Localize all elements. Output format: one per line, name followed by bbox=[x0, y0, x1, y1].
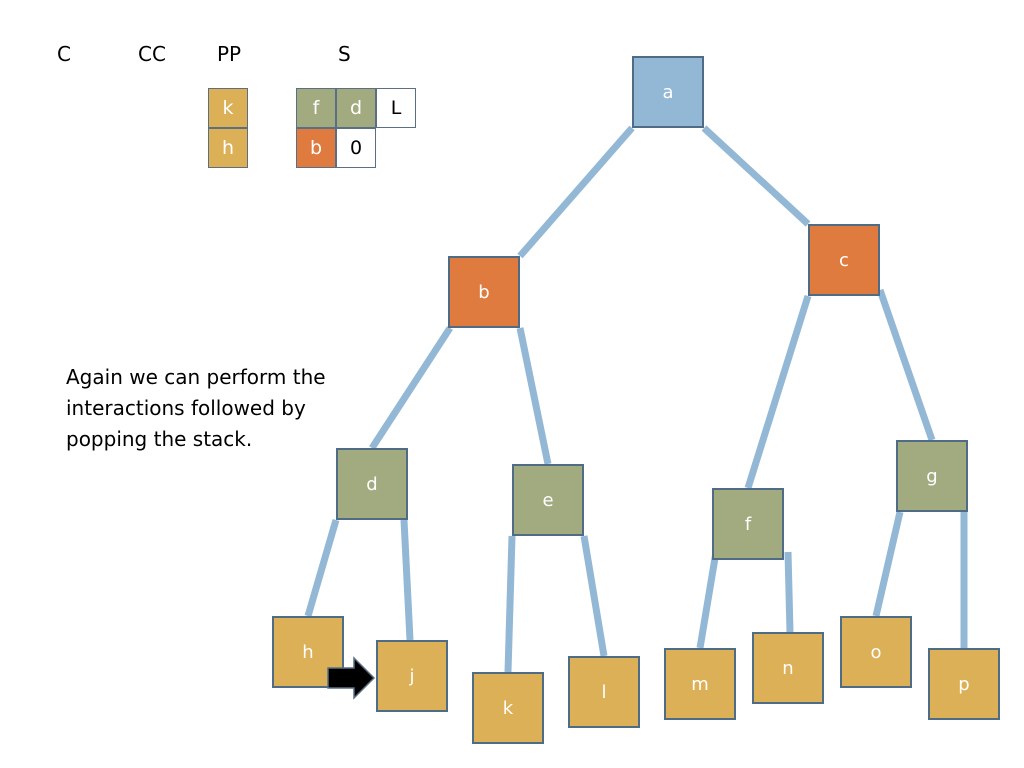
tree-node-m: m bbox=[664, 648, 736, 720]
tree-node-b: b bbox=[448, 256, 520, 328]
s-stack-cell: b bbox=[296, 128, 336, 168]
edge-a-c bbox=[701, 125, 811, 227]
s-stack-cell: f bbox=[296, 88, 336, 128]
tree-node-d: d bbox=[336, 448, 408, 520]
edge-a-b bbox=[517, 125, 635, 259]
pp-stack-cell: k bbox=[208, 88, 248, 128]
tree-node-g: g bbox=[896, 440, 968, 512]
edge-f-m bbox=[696, 551, 720, 649]
edge-d-j bbox=[400, 519, 414, 641]
pp-stack-cell: h bbox=[208, 128, 248, 168]
tree-node-e: e bbox=[512, 464, 584, 536]
header-s: S bbox=[338, 42, 351, 66]
tree-node-k: k bbox=[472, 672, 544, 744]
explanation-text: Again we can perform the interactions fo… bbox=[66, 365, 326, 451]
tree-node-n: n bbox=[752, 632, 824, 704]
header-c: C bbox=[57, 42, 71, 66]
edge-c-f bbox=[744, 294, 812, 490]
s-stack-cell: 0 bbox=[336, 128, 376, 168]
pointer-arrow-icon bbox=[327, 656, 376, 700]
tree-node-j: j bbox=[376, 640, 448, 712]
tree-node-c: c bbox=[808, 224, 880, 296]
edge-b-d bbox=[369, 326, 453, 450]
header-pp: PP bbox=[217, 42, 242, 66]
tree-node-l: l bbox=[568, 656, 640, 728]
edge-d-h bbox=[304, 519, 340, 617]
header-cc: CC bbox=[138, 42, 166, 66]
edge-e-k bbox=[504, 535, 516, 673]
s-stack-cell: d bbox=[336, 88, 376, 128]
tree-node-a: a bbox=[632, 56, 704, 128]
tree-node-f: f bbox=[712, 488, 784, 560]
edge-f-n bbox=[784, 551, 794, 633]
s-stack-cell: L bbox=[376, 88, 416, 128]
edge-b-e bbox=[516, 327, 552, 465]
edge-e-l bbox=[580, 535, 608, 657]
edge-g-o bbox=[872, 511, 904, 617]
tree-node-o: o bbox=[840, 616, 912, 688]
edge-c-g bbox=[876, 288, 936, 442]
tree-node-p: p bbox=[928, 648, 1000, 720]
